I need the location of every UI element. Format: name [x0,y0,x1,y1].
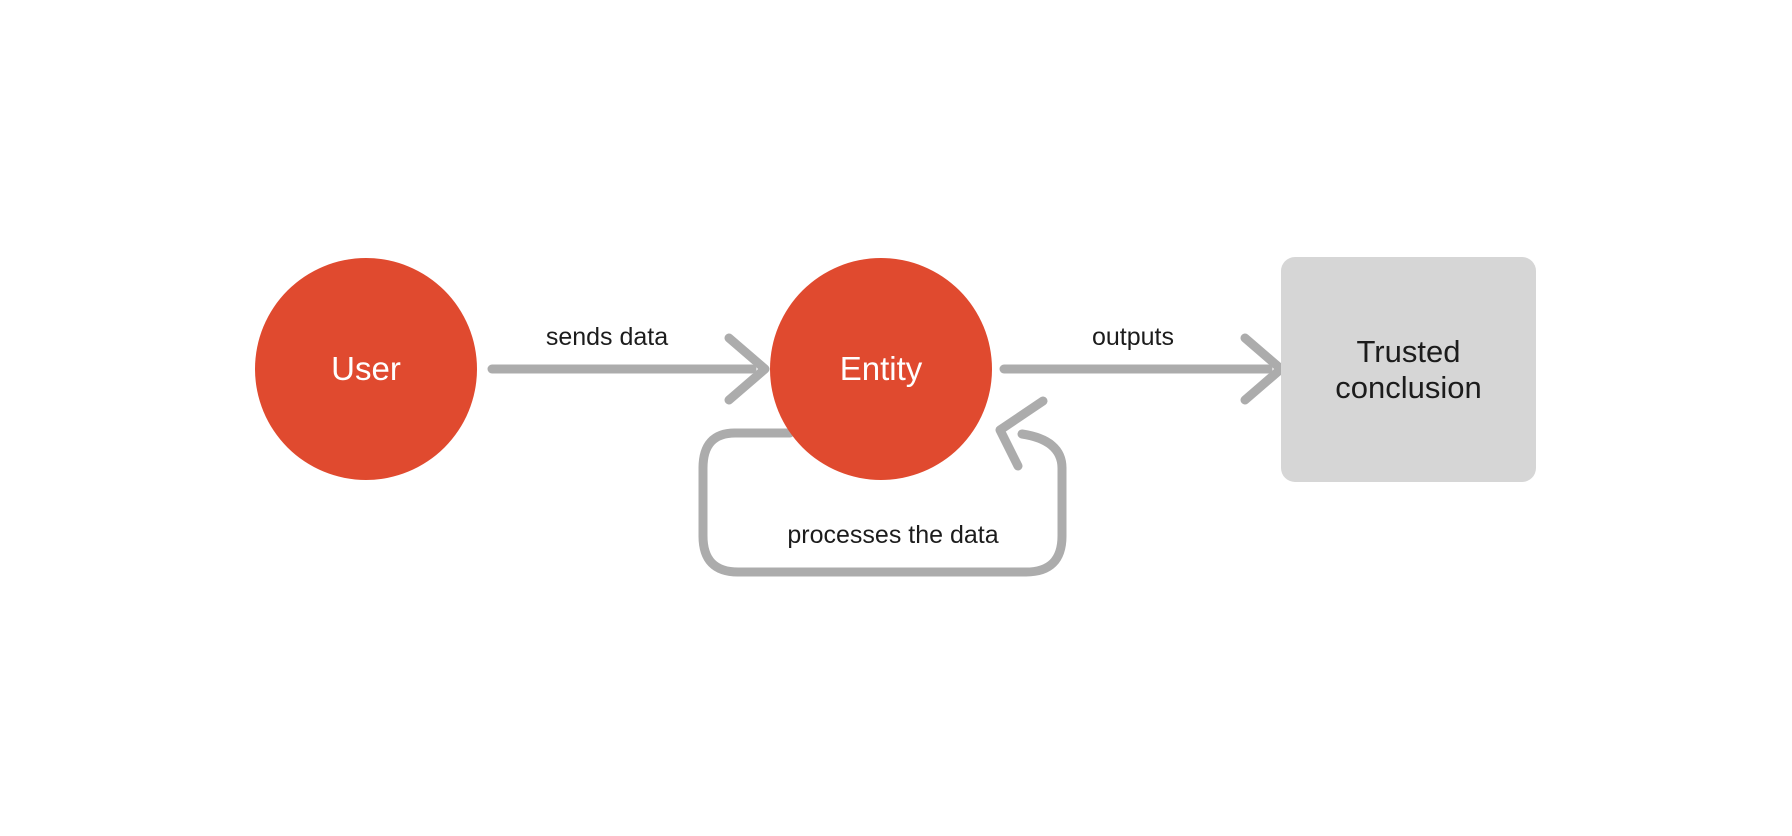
edge-label-outputs: outputs [1091,323,1175,351]
edge-user-to-entity [487,333,770,405]
node-entity-label: Entity [839,349,923,387]
edge-user-to-entity-arrowhead [724,333,770,405]
edge-entity-self-loop-arrowhead [995,396,1048,471]
node-user[interactable]: User [255,258,477,480]
node-trusted-conclusion-label: Trusted conclusion [1335,333,1482,405]
node-trusted-conclusion[interactable]: Trusted conclusion [1281,257,1536,482]
edge-entity-self-loop-path [698,428,1067,577]
edge-entity-self-loop [698,396,1067,577]
node-entity[interactable]: Entity [770,258,992,480]
edge-label-processes-the-data: processes the data [787,521,999,549]
edge-label-sends-data: sends data [545,323,669,351]
node-user-label: User [331,349,401,387]
